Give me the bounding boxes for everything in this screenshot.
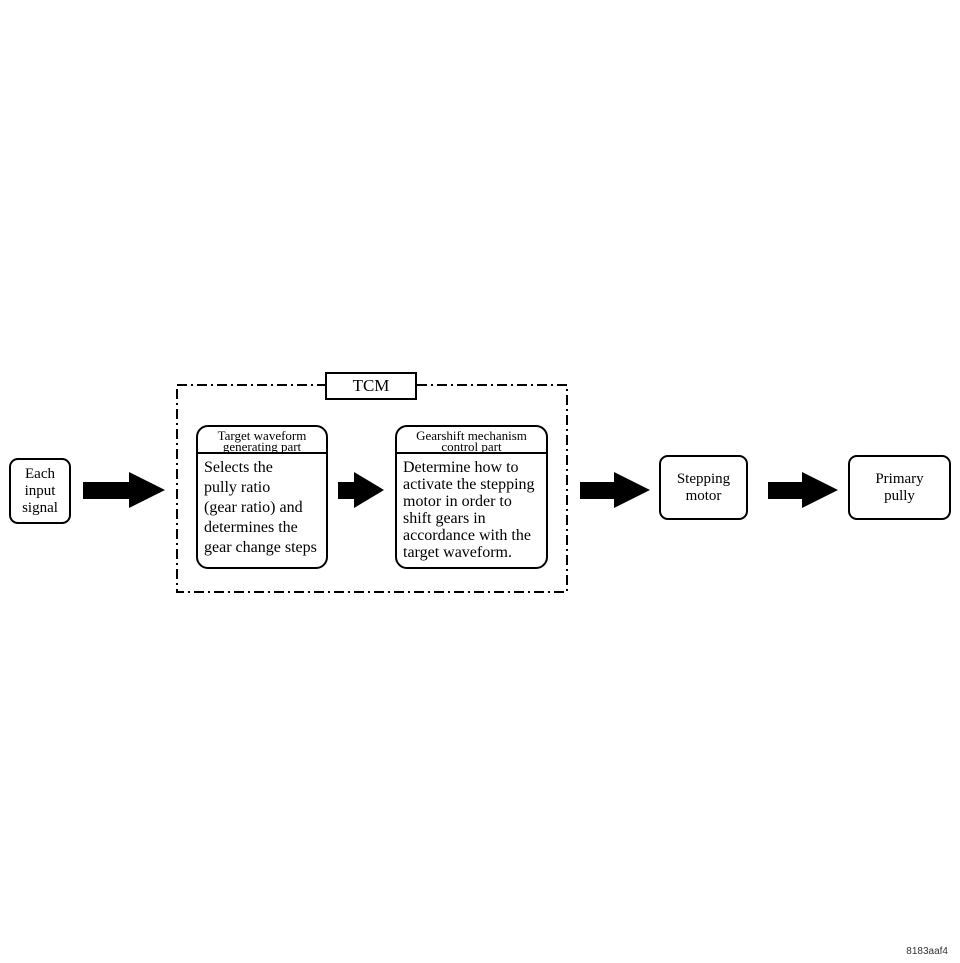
tcm-label: TCM [325,372,417,400]
gearshift-control-part: Gearshift mechanism control part Determi… [395,425,548,569]
input-signal-box: Each input signal [9,458,71,524]
primary-pully-label: Primary pully [875,470,924,504]
image-id-label: 8183aaf4 [906,946,948,957]
input-signal-label: Each input signal [22,465,58,516]
gearshift-control-title: Gearshift mechanism control part [397,427,546,454]
gearshift-control-body: Determine how to activate the stepping m… [403,459,535,561]
primary-pully-box: Primary pully [848,455,951,520]
target-waveform-body: Selects the pully ratio (gear ratio) and… [204,459,317,556]
target-waveform-title: Target waveform generating part [198,427,326,454]
stepping-motor-box: Stepping motor [659,455,748,520]
tcm-label-text: TCM [352,376,390,395]
target-waveform-part: Target waveform generating part Selects … [196,425,328,569]
stepping-motor-label: Stepping motor [676,470,731,504]
